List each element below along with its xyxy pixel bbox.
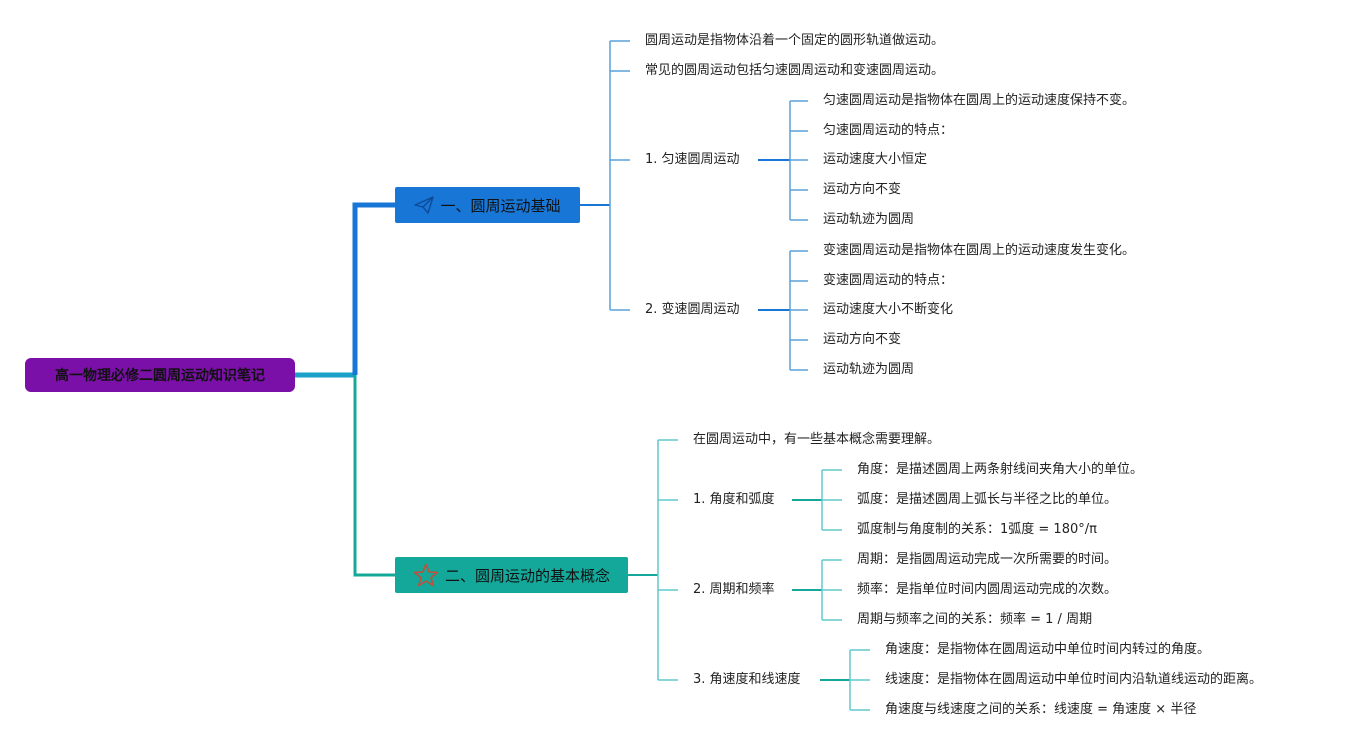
subtopic-uniform-circular-motion[interactable]: 1. 匀速圆周运动 <box>645 152 740 167</box>
topic-text[interactable]: 周期：是指圆周运动完成一次所需要的时间。 <box>857 552 1118 567</box>
branch-basic-concepts[interactable]: 二、圆周运动的基本概念 <box>395 557 628 593</box>
subtopic-variable-circular-motion[interactable]: 2. 变速圆周运动 <box>645 302 740 317</box>
branch-circular-motion-basics[interactable]: 一、圆周运动基础 <box>395 187 580 223</box>
topic-text[interactable]: 匀速圆周运动的特点： <box>823 123 954 138</box>
topic-text[interactable]: 运动轨迹为圆周 <box>823 362 915 377</box>
topic-text[interactable]: 圆周运动是指物体沿着一个固定的圆形轨道做运动。 <box>645 33 945 48</box>
topic-text[interactable]: 运动方向不变 <box>823 332 902 347</box>
topic-text[interactable]: 运动轨迹为圆周 <box>823 212 915 227</box>
subtopic-angular-and-linear-velocity[interactable]: 3. 角速度和线速度 <box>693 672 801 687</box>
topic-text[interactable]: 运动速度大小恒定 <box>823 152 928 167</box>
topic-text[interactable]: 频率：是指单位时间内圆周运动完成的次数。 <box>857 582 1118 597</box>
topic-text[interactable]: 线速度：是指物体在圆周运动中单位时间内沿轨道线运动的距离。 <box>885 672 1263 687</box>
root-topic-label: 高一物理必修二圆周运动知识笔记 <box>55 368 265 384</box>
topic-text[interactable]: 角速度与线速度之间的关系：线速度 = 角速度 × 半径 <box>885 702 1197 717</box>
topic-text[interactable]: 变速圆周运动是指物体在圆周上的运动速度发生变化。 <box>823 243 1136 258</box>
topic-text[interactable]: 变速圆周运动的特点： <box>823 273 954 288</box>
topic-text[interactable]: 周期与频率之间的关系：频率 = 1 / 周期 <box>857 612 1093 627</box>
topic-text[interactable]: 运动速度大小不断变化 <box>823 302 954 317</box>
star-icon <box>413 563 439 587</box>
topic-text[interactable]: 运动方向不变 <box>823 182 902 197</box>
subtopic-angle-and-radian[interactable]: 1. 角度和弧度 <box>693 492 775 507</box>
topic-text[interactable]: 角速度：是指物体在圆周运动中单位时间内转过的角度。 <box>885 642 1211 657</box>
topic-text[interactable]: 在圆周运动中，有一些基本概念需要理解。 <box>693 432 941 447</box>
root-topic[interactable]: 高一物理必修二圆周运动知识笔记 <box>25 358 295 392</box>
branch-label: 一、圆周运动基础 <box>440 196 561 215</box>
topic-text[interactable]: 常见的圆周运动包括匀速圆周运动和变速圆周运动。 <box>645 63 945 78</box>
topic-text[interactable]: 匀速圆周运动是指物体在圆周上的运动速度保持不变。 <box>823 93 1136 108</box>
topic-text[interactable]: 弧度：是描述圆周上弧长与半径之比的单位。 <box>857 492 1118 507</box>
paper-plane-icon <box>414 196 435 214</box>
topic-text[interactable]: 弧度制与角度制的关系：1弧度 = 180°/π <box>857 522 1097 537</box>
topic-text[interactable]: 角度：是描述圆周上两条射线间夹角大小的单位。 <box>857 462 1144 477</box>
branch-label: 二、圆周运动的基本概念 <box>444 566 610 585</box>
subtopic-period-and-frequency[interactable]: 2. 周期和频率 <box>693 582 775 597</box>
